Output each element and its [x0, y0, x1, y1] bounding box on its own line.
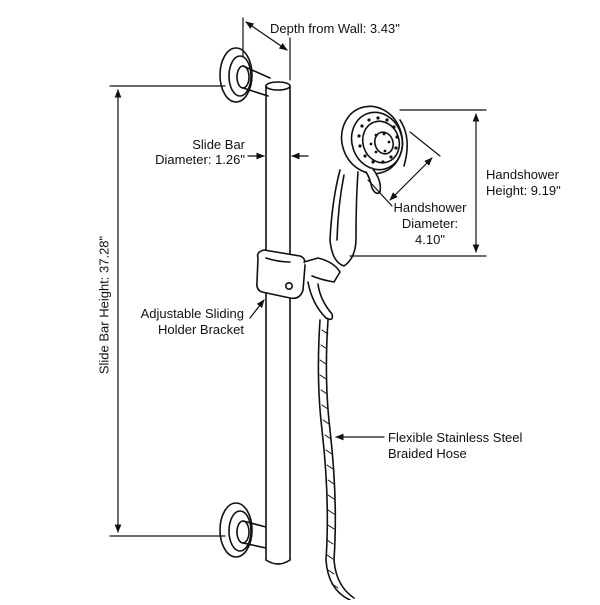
depth-dimension	[242, 17, 291, 81]
top-wall-mount	[219, 47, 271, 103]
depth-label: Depth from Wall: 3.43"	[270, 21, 400, 36]
handshower-diameter-label-line1: Handshower	[393, 200, 467, 215]
bracket-leader	[249, 299, 265, 319]
slide-bar-height-dimension	[109, 85, 226, 537]
handshower-handle	[329, 169, 359, 267]
handshower-diameter-label-line3: 4.10"	[415, 232, 445, 247]
slide-bar-diameter-label-line2: Diameter: 1.26"	[155, 152, 245, 167]
handshower-diameter-dimension	[367, 131, 441, 207]
bracket-label-line2: Holder Bracket	[158, 322, 244, 337]
slide-bar-height-label: Slide Bar Height: 37.28"	[96, 235, 112, 375]
handshower-height-dimension	[349, 109, 487, 257]
handshower-diameter-label-line2: Diameter:	[401, 216, 459, 231]
handshower-height-label-line2: Height: 9.19"	[486, 183, 561, 198]
slide-bar	[265, 81, 291, 565]
handshower-height-label-line1: Handshower	[486, 167, 559, 182]
braided-hose	[317, 319, 355, 601]
slide-bar-diameter-label-line1: Slide Bar	[192, 137, 245, 152]
hose-label-line2: Braided Hose	[388, 446, 467, 461]
bracket-label-line1: Adjustable Sliding	[140, 306, 244, 321]
hose-label-line1: Flexible Stainless Steel	[388, 430, 523, 445]
sliding-holder-bracket	[256, 249, 341, 321]
bottom-wall-mount	[219, 502, 267, 558]
handshower-head	[340, 105, 408, 195]
